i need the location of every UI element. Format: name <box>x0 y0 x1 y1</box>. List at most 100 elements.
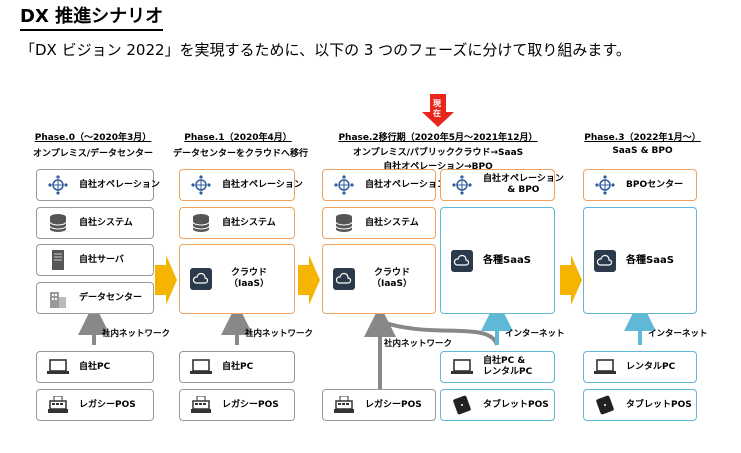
p0-internal-network-label: 社内ネットワーク <box>102 329 171 339</box>
laptop-icon <box>47 356 69 378</box>
tablet-icon <box>594 394 616 416</box>
phase-1-name: データセンターをクラウドへ移行 <box>173 149 309 159</box>
phase-3-period: （2022年1月～） <box>624 133 701 143</box>
globe-people-icon <box>333 174 355 196</box>
phase-1-code: Phase.1 <box>184 133 225 143</box>
p3-internet-label: インターネット <box>648 329 708 339</box>
phase-3-code: Phase.3 <box>584 133 625 143</box>
phase-2-name2: 自社オペレーション→BPO <box>383 162 493 172</box>
p0-legacy-pos: レガシーPOS <box>36 389 154 421</box>
p2-own-operation: 自社オペレーション <box>322 169 446 201</box>
now-marker-label-1: 現 <box>433 99 441 108</box>
p2-legacy-pos: レガシーPOS <box>322 389 436 421</box>
p0-own-pc: 自社PC <box>36 351 154 383</box>
p2-tablet-pos: タブレットPOS <box>440 389 555 421</box>
cash-register-icon <box>190 394 212 416</box>
tablet-icon <box>451 394 473 416</box>
transition-arrow-1-2 <box>298 255 320 305</box>
transition-arrow-0-1 <box>155 255 177 305</box>
phase-2-header: Phase.2移行期（2020年5月～2021年12月） オンプレミス/パブリッ… <box>318 130 558 172</box>
p0-own-system: 自社システム <box>36 207 154 239</box>
p1-cloud-label: クラウド <box>230 268 267 278</box>
phase-0-period: （～2020年3月） <box>74 133 152 143</box>
phase-0-code: Phase.0 <box>34 133 75 143</box>
p1-own-operation-label: 自社オペレーション <box>222 179 303 190</box>
cash-register-icon <box>47 394 69 416</box>
p1-cloud-iaas: クラウド （IaaS） <box>179 244 295 314</box>
p2-own-system-label: 自社システム <box>365 217 419 228</box>
laptop-icon <box>190 356 212 378</box>
p0-own-server: 自社サーバ <box>36 244 154 276</box>
phase-3-name: SaaS & BPO <box>612 146 673 156</box>
globe-people-icon <box>594 174 616 196</box>
phase-1-header: Phase.1（2020年4月） データセンターをクラウドへ移行 <box>173 130 309 159</box>
now-marker-arrow <box>422 94 454 127</box>
p1-own-system: 自社システム <box>179 207 295 239</box>
p3-bpo-center-label: BPOセンター <box>626 179 684 190</box>
now-marker-label-2: 在 <box>433 109 441 118</box>
p3-bpo-center: BPOセンター <box>583 169 697 201</box>
phase-0-header: Phase.0（～2020年3月） オンプレミス/データセンター <box>28 130 158 159</box>
cloud-icon <box>451 249 473 272</box>
p0-data-center-label: データセンター <box>79 292 143 303</box>
database-icon <box>333 212 355 234</box>
p2-various-saas: 各種SaaS <box>440 207 555 314</box>
p2-own-operation-bpo: 自社オペレーション & BPO <box>440 169 564 201</box>
cloud-icon <box>190 268 212 290</box>
phase-3-header: Phase.3（2022年1月～） SaaS & BPO <box>580 130 705 156</box>
p2-own-pc-rental-text: 自社PC & レンタルPC <box>483 356 532 378</box>
cloud-icon <box>594 249 616 272</box>
phase-2-code: Phase.2 <box>338 133 379 143</box>
p1-own-system-label: 自社システム <box>222 217 276 228</box>
laptop-icon <box>594 356 616 378</box>
p2-tablet-pos-label: タブレットPOS <box>483 399 549 410</box>
p2-cloud-text: クラウド （IaaS） <box>365 268 419 290</box>
p2-cloud-label: クラウド <box>373 268 410 278</box>
p1-internal-network-label: 社内ネットワーク <box>245 329 314 339</box>
database-icon <box>47 212 69 234</box>
laptop-icon <box>451 356 473 378</box>
phase-2-period: 移行期（2020年5月～2021年12月） <box>378 133 538 143</box>
phase-2-name: オンプレミス/パブリッククラウド→SaaS <box>352 148 524 158</box>
p1-cloud-text: クラウド （IaaS） <box>222 268 276 290</box>
p2-own-pc-rental: 自社PC & レンタルPC <box>440 351 555 383</box>
p0-own-operation: 自社オペレーション <box>36 169 160 201</box>
building-icon <box>47 287 69 309</box>
p2-cloud-iaas: クラウド （IaaS） <box>322 244 436 314</box>
p2-iaas-label: （IaaS） <box>372 279 412 289</box>
phase-0-name: オンプレミス/データセンター <box>32 149 154 159</box>
page-title: DX 推進シナリオ <box>20 6 164 31</box>
p2-internal-network-label: 社内ネットワーク <box>384 339 453 349</box>
p3-various-saas-label: 各種SaaS <box>626 255 674 266</box>
p3-tablet-pos-label: タブレットPOS <box>626 399 692 410</box>
p1-legacy-pos-label: レガシーPOS <box>222 399 279 410</box>
p2-various-saas-label: 各種SaaS <box>483 255 531 266</box>
p1-iaas-label: （IaaS） <box>229 279 269 289</box>
p2-own-pc-rental-label-2: レンタルPC <box>483 367 533 377</box>
globe-people-icon <box>190 174 212 196</box>
cash-register-icon <box>333 394 355 416</box>
cloud-icon <box>333 268 355 290</box>
p3-rental-pc-label: レンタルPC <box>626 361 676 372</box>
p3-rental-pc: レンタルPC <box>583 351 697 383</box>
server-icon <box>47 249 69 271</box>
database-icon <box>190 212 212 234</box>
p2-own-operation-label: 自社オペレーション <box>365 179 446 190</box>
p1-own-pc: 自社PC <box>179 351 295 383</box>
transition-arrow-2-3 <box>560 255 582 305</box>
p0-own-system-label: 自社システム <box>79 217 133 228</box>
p0-data-center: データセンター <box>36 282 154 314</box>
phase-1-period: （2020年4月） <box>224 133 292 143</box>
p0-own-server-label: 自社サーバ <box>79 254 124 265</box>
p2-own-system: 自社システム <box>322 207 436 239</box>
p1-legacy-pos: レガシーPOS <box>179 389 295 421</box>
globe-people-icon <box>47 174 69 196</box>
p1-own-pc-label: 自社PC <box>222 361 254 372</box>
p0-own-pc-label: 自社PC <box>79 361 111 372</box>
p2-legacy-pos-label: レガシーPOS <box>365 399 422 410</box>
p2-own-op-bpo-text: 自社オペレーション & BPO <box>483 174 564 196</box>
p2-own-op-bpo-label-2: & BPO <box>507 185 540 195</box>
p0-legacy-pos-label: レガシーPOS <box>79 399 136 410</box>
p2-internet-label: インターネット <box>505 329 565 339</box>
